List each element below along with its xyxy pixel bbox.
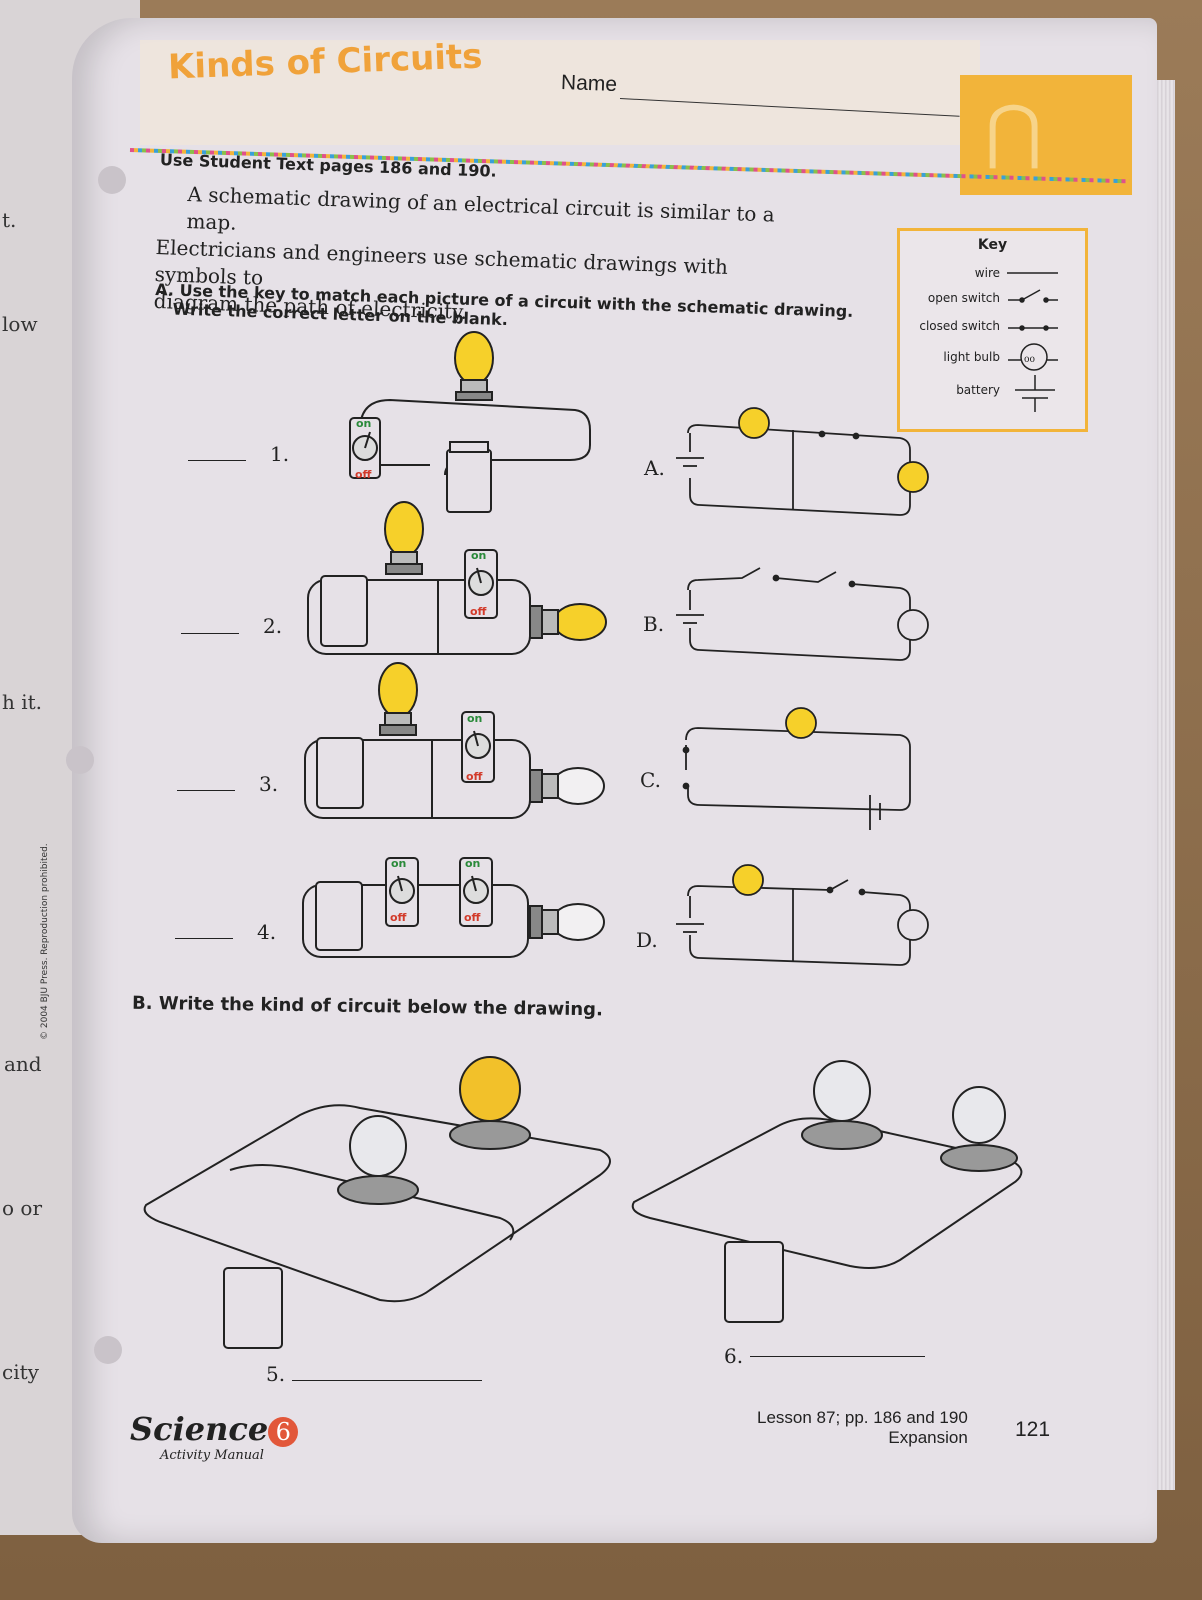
lesson-reference: Lesson 87; pp. 186 and 190 Expansion xyxy=(757,1408,968,1448)
svg-text:ᦞᦞ: ᦞᦞ xyxy=(1024,352,1035,365)
item-number: 6. xyxy=(724,1344,744,1368)
switch-off-label: off xyxy=(466,770,483,783)
left-page-fragment: low xyxy=(2,312,38,336)
binder-hole xyxy=(66,746,94,774)
switch-on-label: on xyxy=(465,857,480,870)
schematic-letter: B. xyxy=(643,612,665,636)
open-switch-symbol-icon xyxy=(1008,289,1058,303)
schematic-letter: A. xyxy=(644,456,665,480)
closed-switch-symbol-icon xyxy=(1008,325,1058,331)
header-band xyxy=(140,40,980,145)
key-title: Key xyxy=(977,237,1008,253)
item-number: 4. xyxy=(257,920,277,944)
item-number: 2. xyxy=(263,614,283,638)
key-label-battery: battery xyxy=(956,383,1000,397)
left-page-fragment: h it. xyxy=(2,690,43,714)
binder-hole xyxy=(98,166,126,194)
schematic-bulb-icon xyxy=(897,609,929,641)
answer-blank-2[interactable] xyxy=(181,633,239,634)
schematic-c xyxy=(682,707,911,830)
picture-3-circuit xyxy=(304,662,605,819)
left-page-fragment: t. xyxy=(2,208,17,232)
bulb-5b xyxy=(449,1056,531,1150)
battery-6 xyxy=(724,1241,784,1323)
bulb-4 xyxy=(529,903,605,941)
bulb-5a xyxy=(337,1115,419,1205)
key-label-open-switch: open switch xyxy=(927,291,1000,305)
bulb-2b xyxy=(529,603,607,641)
switch-on-label: on xyxy=(356,417,371,430)
symbol-key: Key wire open switch closed switch light… xyxy=(897,228,1088,432)
picture-2-circuit xyxy=(307,501,607,655)
lesson-text: Lesson 87; pp. 186 and 190 xyxy=(757,1408,968,1427)
expansion-text: Expansion xyxy=(888,1428,968,1447)
switch-off-label: off xyxy=(355,468,372,481)
battery-symbol-icon xyxy=(1015,375,1055,412)
bulb-6b xyxy=(940,1086,1018,1172)
item-number: 1. xyxy=(270,442,290,466)
switch-off-label: off xyxy=(464,911,481,924)
switch-off-label: off xyxy=(470,605,487,618)
key-symbols: ᦞᦞ xyxy=(1007,272,1058,412)
schematic-letter: D. xyxy=(636,928,658,952)
bulb-1 xyxy=(454,331,494,401)
schematic-bulb-icon xyxy=(732,864,764,896)
logo-number: 6 xyxy=(268,1417,299,1447)
schematic-bulb-icon xyxy=(897,461,929,493)
schematic-bulb-icon xyxy=(897,909,929,941)
answer-blank-3[interactable] xyxy=(177,790,235,791)
schematic-bulb-icon xyxy=(738,407,770,439)
key-label-closed-switch: closed switch xyxy=(919,319,1000,333)
switch-on-label: on xyxy=(467,712,482,725)
key-label-wire: wire xyxy=(974,266,1000,280)
schematic-letter: C. xyxy=(640,768,661,792)
item-number: 5. xyxy=(266,1362,286,1386)
battery-4 xyxy=(315,881,363,951)
answer-blank-5[interactable] xyxy=(292,1380,482,1381)
copyright-notice: © 2004 BJU Press. Reproduction prohibite… xyxy=(40,843,50,1040)
bulb-3 xyxy=(378,662,418,736)
left-page-fragment: and xyxy=(4,1052,42,1076)
page-number: 121 xyxy=(1015,1418,1051,1441)
schematic-a xyxy=(676,407,929,516)
picture-6-circuit xyxy=(631,1060,1023,1323)
answer-blank-4[interactable] xyxy=(175,938,233,939)
switch-off-label: off xyxy=(390,911,407,924)
bulb-3b xyxy=(529,767,605,805)
key-label-light-bulb: light bulb xyxy=(943,350,1000,364)
left-page-fragment: o or xyxy=(2,1196,42,1220)
light-bulb-symbol-icon: ᦞᦞ xyxy=(1008,343,1058,371)
schematic-d xyxy=(676,864,929,966)
magnet-icon: ⋂ xyxy=(985,90,1043,172)
switch-on-label: on xyxy=(391,857,406,870)
battery-2 xyxy=(320,575,368,647)
section-b-label: B. xyxy=(131,992,153,1014)
answer-blank-6[interactable] xyxy=(750,1356,925,1357)
logo-text: Science xyxy=(130,1410,269,1448)
answer-blank-1[interactable] xyxy=(188,460,246,461)
bulb-6a xyxy=(801,1060,883,1150)
picture-1-circuit xyxy=(349,331,591,513)
schematic-b xyxy=(676,567,929,661)
bulb-2 xyxy=(384,501,424,575)
battery-1 xyxy=(446,449,492,513)
left-page-fragment: city xyxy=(2,1360,39,1384)
picture-5-circuit xyxy=(143,1056,611,1349)
switch-on-label: on xyxy=(471,549,486,562)
battery-3 xyxy=(316,737,364,809)
picture-4-circuit xyxy=(302,857,605,958)
logo-subtitle: Activity Manual xyxy=(160,1448,264,1463)
item-number: 3. xyxy=(259,772,279,796)
schematic-bulb-icon xyxy=(785,707,817,739)
battery-5 xyxy=(223,1267,283,1349)
binder-hole xyxy=(94,1336,122,1364)
